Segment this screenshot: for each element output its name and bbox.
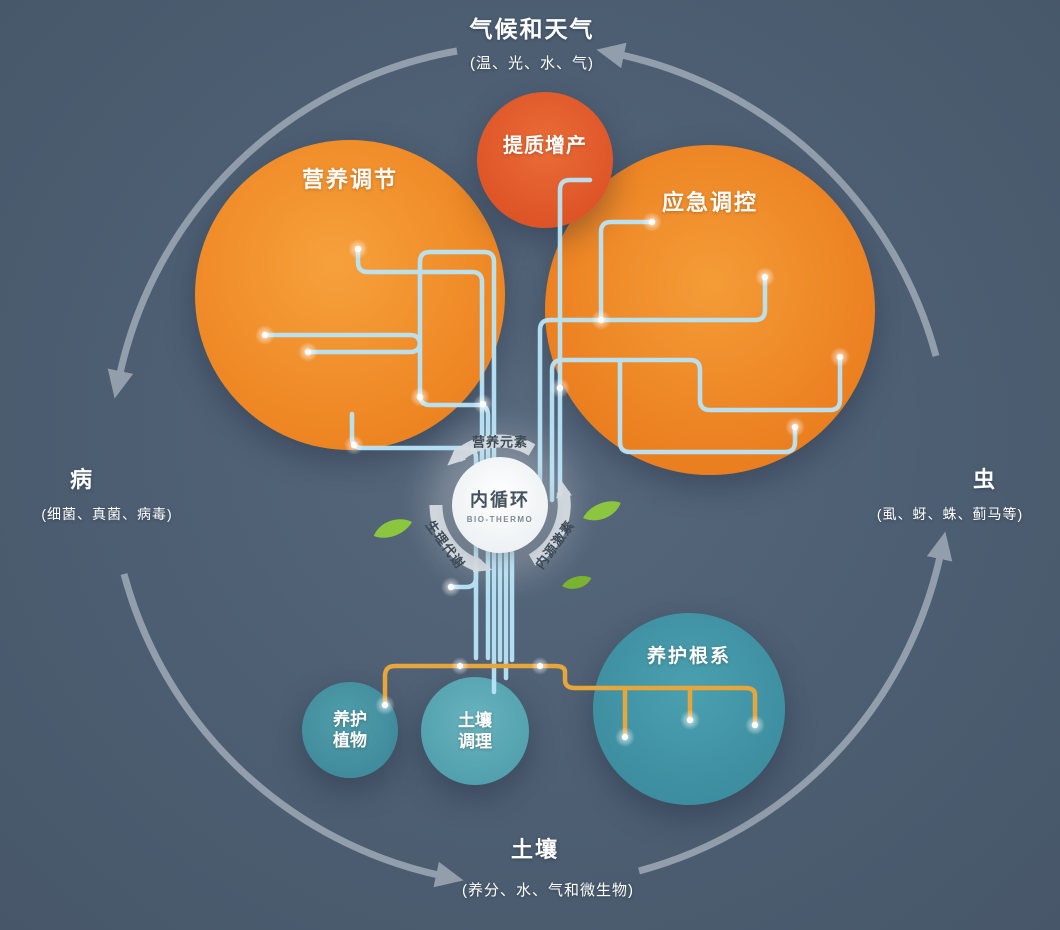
bubble-plant-care-line1: 养护 <box>333 709 367 729</box>
label-climate-subtitle: (温、光、水、气) <box>470 55 594 72</box>
center-subtitle: BIO-THERMO <box>466 515 534 524</box>
bubble-soil-conditioning: 土壤 调理 <box>421 677 529 785</box>
bubble-nutrition-label: 营养调节 <box>301 167 398 192</box>
bubble-soil-conditioning-label: 土壤 调理 <box>458 710 492 753</box>
bubble-plant-care: 养护 植物 <box>302 682 398 778</box>
bubble-emergency-label: 应急调控 <box>661 190 758 215</box>
label-insect-title: 虫 <box>972 467 998 492</box>
bubble-plant-care-line2: 植物 <box>333 731 367 750</box>
label-disease-subtitle: (细菌、真菌、病毒) <box>41 506 173 522</box>
center-circle: 内循环 BIO-THERMO <box>452 457 548 553</box>
bubble-quality-label: 提质增产 <box>503 134 587 157</box>
label-soil-subtitle: (养分、水、气和微生物) <box>462 882 634 899</box>
label-insect-subtitle: (虱、蚜、蛛、蓟马等) <box>876 506 1024 522</box>
bubble-soil-conditioning-line2: 调理 <box>458 732 492 751</box>
bubble-soil-conditioning-line1: 土壤 <box>458 710 492 730</box>
bubble-quality: 提质增产 <box>477 92 613 228</box>
label-soil-title: 土壤 <box>510 837 560 862</box>
center-title: 内循环 <box>470 490 530 510</box>
label-climate-title: 气候和天气 <box>469 16 595 42</box>
bubble-root-care: 养护根系 <box>593 613 785 805</box>
ring-label-nutrient-elements: 营养元素 <box>471 434 529 450</box>
label-disease-title: 病 <box>69 467 95 492</box>
bubble-nutrition: 营养调节 <box>195 140 505 450</box>
bubble-root-care-label: 养护根系 <box>646 646 731 667</box>
bubble-plant-care-label: 养护 植物 <box>333 709 367 752</box>
